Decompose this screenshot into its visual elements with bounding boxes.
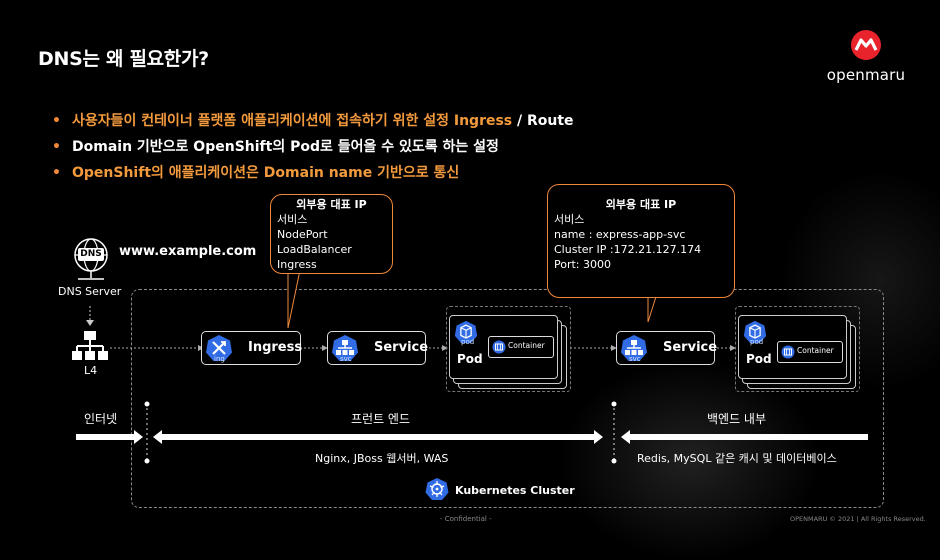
service-icon <box>621 335 647 361</box>
callout-line: 서비스 <box>554 213 585 226</box>
container-box: Container <box>488 336 554 358</box>
bullet-list: •사용자들이 컨테이너 플랫폼 애플리케이션에 접속하기 위한 설정 Ingre… <box>52 108 574 186</box>
container-icon <box>492 340 506 354</box>
frontend-description: Nginx, JBoss 웹서버, WAS <box>315 452 449 465</box>
footer-copyright: OPENMARU © 2021 | All Rights Reserved. <box>790 515 926 523</box>
external-ip-callout-left: 외부용 대표 IP 서비스 NodePort LoadBalancer Ingr… <box>270 194 393 274</box>
bullet-item: •사용자들이 컨테이너 플랫폼 애플리케이션에 접속하기 위한 설정 Ingre… <box>52 108 574 134</box>
kubernetes-cluster-label: Kubernetes Cluster <box>455 484 575 497</box>
zone-backend-label: 백엔드 내부 <box>707 412 767 426</box>
logo-text: openmaru <box>826 66 906 84</box>
pod-icon-sub: pod <box>461 338 475 346</box>
dns-server: DNS <box>70 236 112 282</box>
ingress-icon-sub: ing <box>214 355 225 363</box>
footer-confidential: - Confidential - <box>440 515 492 523</box>
pod-group-backend <box>735 306 860 392</box>
openmaru-logo: openmaru <box>816 28 916 88</box>
external-ip-callout-right: 외부용 대표 IP 서비스 name : express-app-svc Clu… <box>547 184 735 298</box>
service-node-backend: svc Service <box>616 331 718 365</box>
kubernetes-icon <box>425 478 449 500</box>
pod-icon <box>454 320 478 344</box>
openmaru-logo-icon <box>851 30 881 60</box>
service-icon <box>332 335 358 361</box>
callout-line: Ingress <box>277 258 317 271</box>
ingress-label: Ingress <box>248 340 303 355</box>
callout-line: 서비스 <box>277 213 308 226</box>
service-label: Service <box>374 340 429 355</box>
dns-icon-text: DNS <box>80 249 102 259</box>
callout-line: Port: 3000 <box>554 258 612 271</box>
ingress-icon <box>206 335 232 361</box>
page-title: DNS는 왜 필요한가? <box>38 48 209 70</box>
pod-icon <box>743 320 767 344</box>
pod-card-front: pod Pod Container <box>449 315 558 379</box>
bullet-dot: • <box>52 113 61 129</box>
zone-internet-label: 인터넷 <box>84 412 118 426</box>
zone-frontend-label: 프런트 엔드 <box>351 412 411 426</box>
kubernetes-cluster-boundary <box>131 289 884 508</box>
service-node-frontend: svc Service <box>327 331 429 365</box>
callout-title: 외부용 대표 IP <box>296 198 367 211</box>
service-label: Service <box>663 340 718 355</box>
container-label: Container <box>508 341 545 350</box>
callout-line: NodePort <box>277 228 328 241</box>
container-label: Container <box>797 346 834 355</box>
pod-label: Pod <box>746 352 772 366</box>
bullet-item: •OpenShift의 애플리케이션은 Domain name 기반으로 통신 <box>52 160 574 186</box>
backend-description: Redis, MySQL 같은 캐시 및 데이터베이스 <box>637 452 837 465</box>
service-icon-sub: svc <box>629 355 641 363</box>
callout-line: Cluster IP :172.21.127.174 <box>554 243 702 256</box>
pod-label: Pod <box>457 352 483 366</box>
container-box: Container <box>777 341 843 363</box>
service-icon-sub: svc <box>340 355 352 363</box>
bullet-dot: • <box>52 165 61 181</box>
dns-server-label: DNS Server <box>58 285 122 298</box>
pod-icon-sub: pod <box>750 338 764 346</box>
l4-label: L4 <box>84 364 98 377</box>
l4-network-icon <box>72 331 108 360</box>
callout-title: 외부용 대표 IP <box>605 198 677 211</box>
container-icon <box>781 345 795 359</box>
bullet-dot: • <box>52 139 61 155</box>
pod-group-frontend <box>446 306 571 392</box>
connector-lines <box>76 269 868 464</box>
domain-label: www.example.com <box>119 244 257 259</box>
bullet-item: •Domain 기반으로 OpenShift의 Pod로 들어올 수 있도록 하… <box>52 134 574 160</box>
ingress-node: ing Ingress <box>201 331 303 365</box>
callout-line: LoadBalancer <box>277 243 352 256</box>
callout-line: name : express-app-svc <box>554 228 686 241</box>
pod-card-front: pod Pod Container <box>738 315 847 379</box>
dns-globe-icon <box>74 238 108 280</box>
